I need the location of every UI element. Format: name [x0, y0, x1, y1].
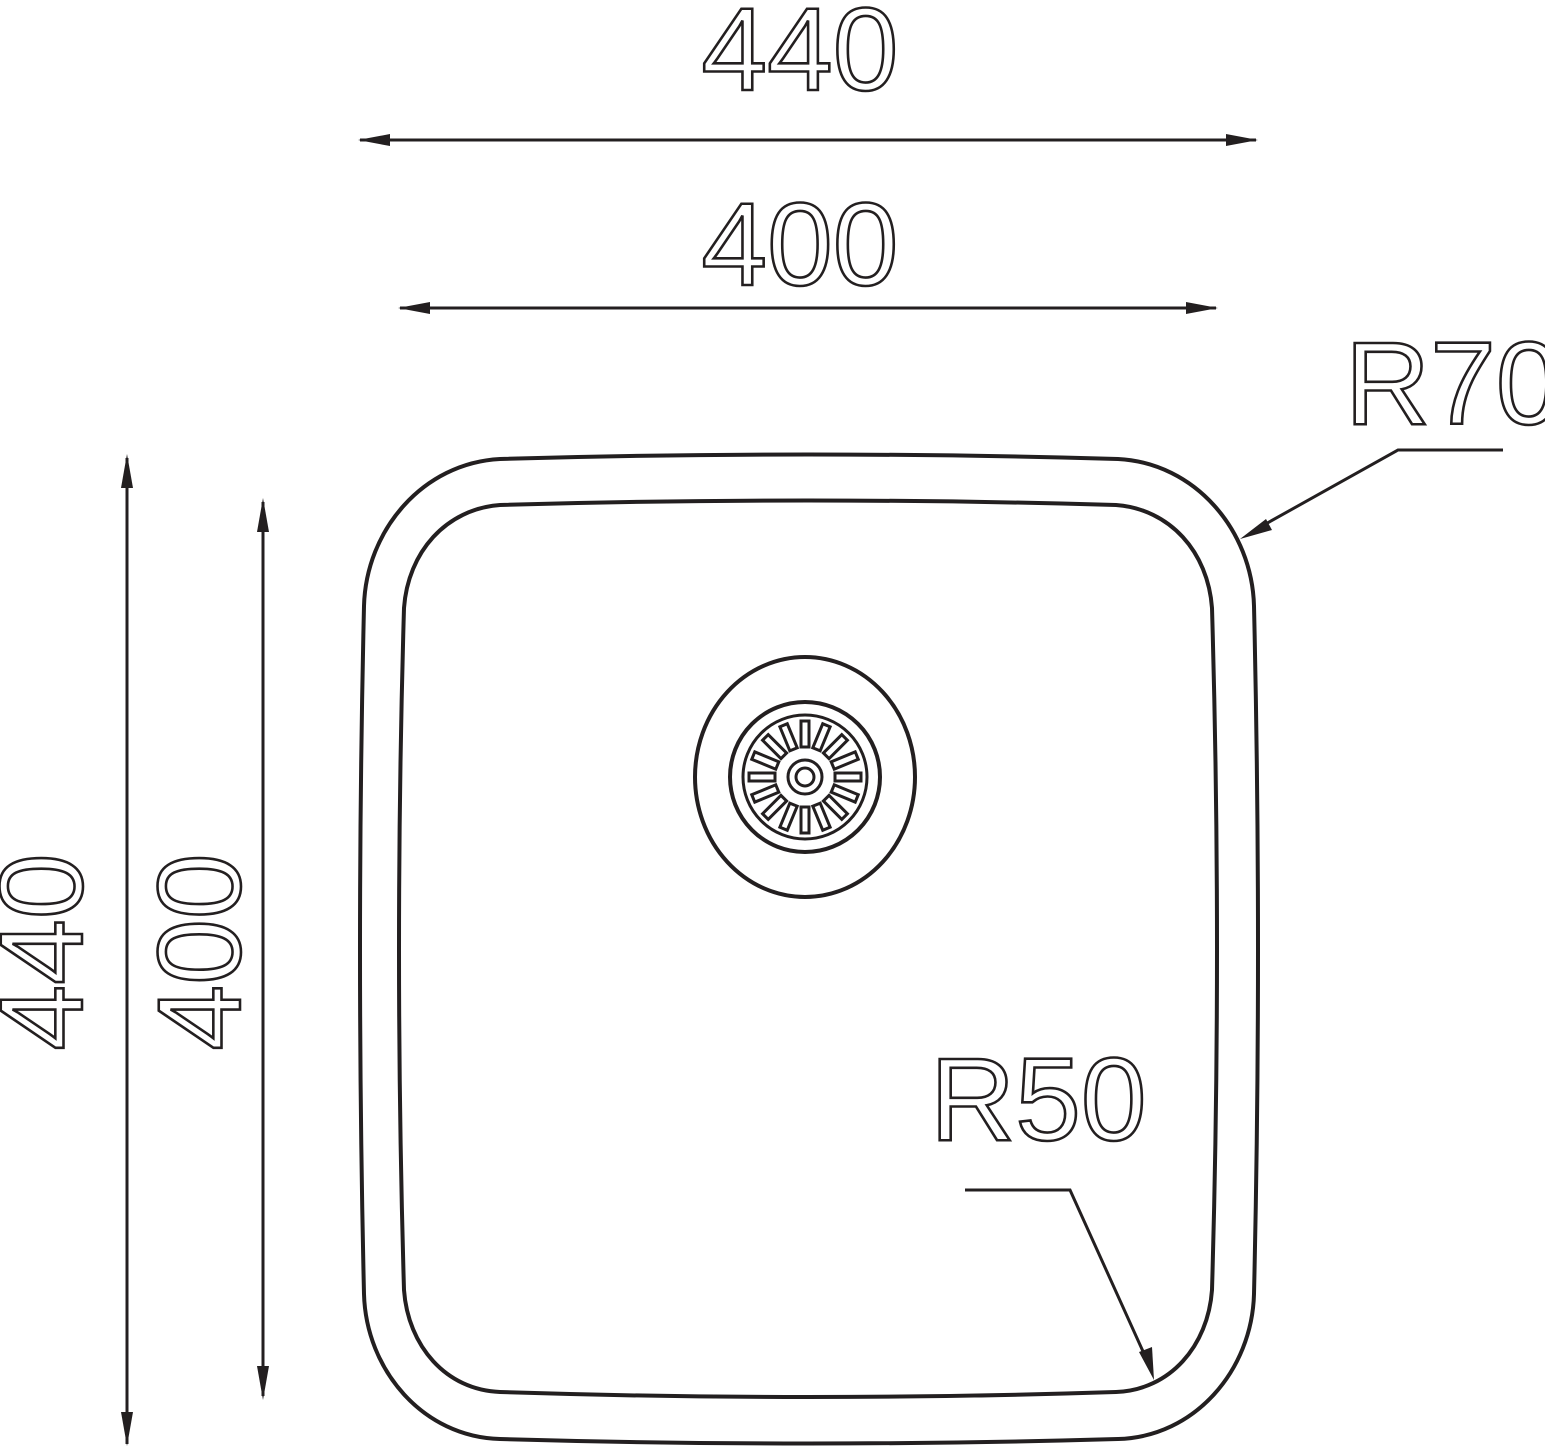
outer-width-dimension: 440: [358, 0, 1258, 146]
inner-radius-label: R50: [930, 1034, 1146, 1166]
outer-height-dimension: 440: [0, 454, 133, 1446]
drain-slot: [777, 721, 800, 753]
drain-slot: [799, 719, 811, 749]
drain-middle-ring: [728, 700, 882, 854]
outer-radius-leader: [1261, 448, 1503, 528]
inner-radius-arrow: [1139, 1347, 1154, 1380]
inner-height-arrow-bottom: [257, 1366, 269, 1400]
outer-radius-callout: R70: [1240, 317, 1545, 539]
drain-center-inner: [794, 766, 816, 788]
outer-width-arrow-right: [1226, 134, 1258, 146]
drain-slot: [777, 801, 800, 833]
outer-width-label: 440: [702, 0, 899, 116]
drain-slot: [749, 749, 781, 772]
inner-width-dimension: 400: [398, 178, 1218, 314]
drain-slot: [760, 793, 789, 822]
drain-slot: [799, 805, 811, 835]
drain-slot: [747, 771, 777, 783]
drain-slot: [833, 771, 863, 783]
outer-width-arrow-left: [358, 134, 390, 146]
drain-slot: [810, 721, 833, 753]
sink-outer-contour: [358, 452, 1260, 1446]
inner-width-label: 400: [702, 179, 899, 311]
drain-slot: [829, 749, 861, 772]
drain-slot: [821, 793, 850, 822]
inner-radius-callout: R50: [929, 1033, 1154, 1380]
outer-height-arrow-top: [121, 454, 133, 488]
sink-inner-contour: [397, 498, 1219, 1399]
outer-height-label: 440: [0, 854, 108, 1051]
inner-radius-leader: [965, 1188, 1148, 1359]
inner-height-label: 400: [134, 854, 266, 1051]
drain-strainer: [693, 655, 917, 899]
drain-outer-ring: [693, 655, 917, 899]
inner-height-dimension: 400: [133, 498, 269, 1400]
drain-slot: [810, 801, 833, 833]
outer-height-arrow-bottom: [121, 1412, 133, 1446]
drain-slot: [829, 782, 861, 805]
drain-slot: [760, 732, 789, 761]
drain-center-outer: [786, 758, 824, 796]
inner-height-arrow-top: [257, 498, 269, 532]
drain-slots: [747, 719, 863, 835]
outer-radius-label: R70: [1345, 318, 1545, 450]
inner-width-arrow-left: [398, 302, 430, 314]
outer-radius-arrow: [1240, 519, 1272, 539]
drain-inner-ring: [741, 713, 869, 841]
inner-width-arrow-right: [1186, 302, 1218, 314]
drain-slot: [821, 732, 850, 761]
drain-slot: [749, 782, 781, 805]
